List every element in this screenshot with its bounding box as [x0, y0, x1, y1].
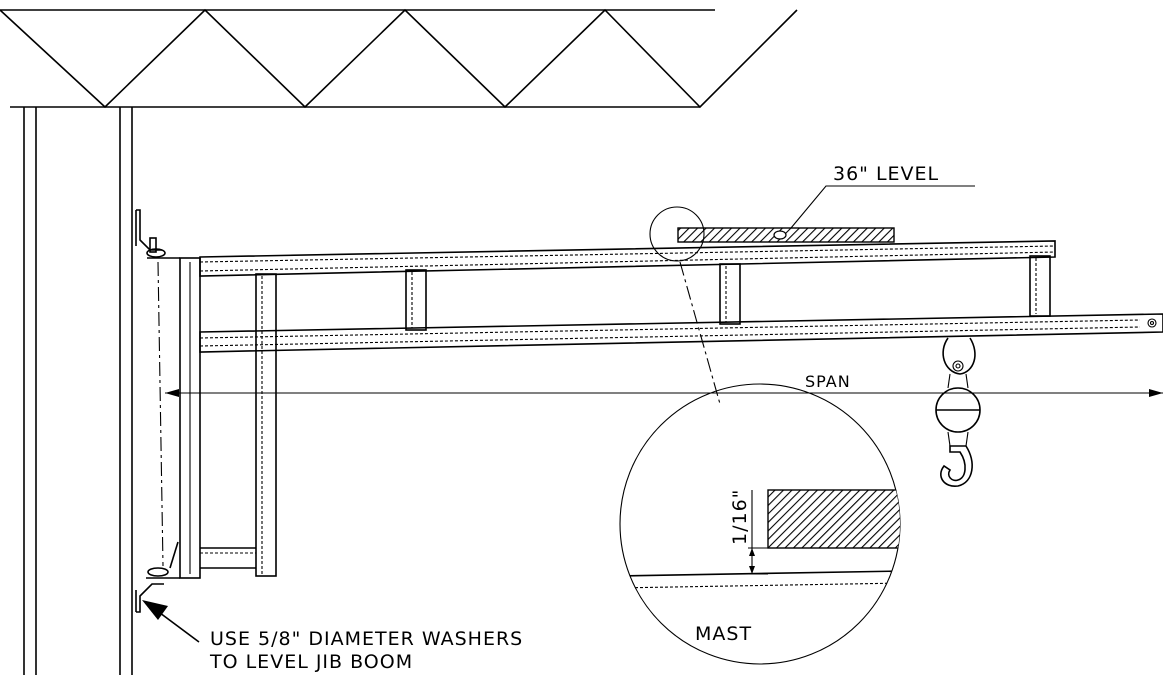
level-tool: [677, 227, 895, 243]
span-label: SPAN: [805, 372, 851, 391]
gap-dimension-label: 1/16": [729, 489, 751, 545]
mast: [179, 257, 201, 579]
washer-note-line2: TO LEVEL JIB BOOM: [209, 651, 413, 673]
span-dimension: [165, 389, 1163, 397]
boom-beam: [199, 313, 1163, 353]
pivot-centerline: [157, 261, 164, 567]
mast-side-tube: [255, 273, 277, 577]
hoist-hook: [935, 337, 981, 487]
boom-braces: [405, 255, 1051, 331]
detail-callout-circle: [649, 206, 705, 262]
top-bracket: [135, 209, 180, 259]
detail-view: [619, 383, 901, 665]
roof-truss: [0, 8, 798, 109]
level-label: 36" LEVEL: [833, 163, 939, 185]
mast-label: MAST: [695, 623, 752, 645]
bottom-connector: [200, 547, 256, 569]
bottom-bracket: [135, 541, 180, 613]
detail-leader: [679, 261, 721, 405]
washer-note-line1: USE 5/8" DIAMETER WASHERS: [210, 628, 523, 650]
building-column: [23, 107, 133, 675]
boom-top-rail: [199, 240, 1056, 277]
level-leader: [790, 185, 975, 229]
washer-arrow: [142, 600, 200, 643]
